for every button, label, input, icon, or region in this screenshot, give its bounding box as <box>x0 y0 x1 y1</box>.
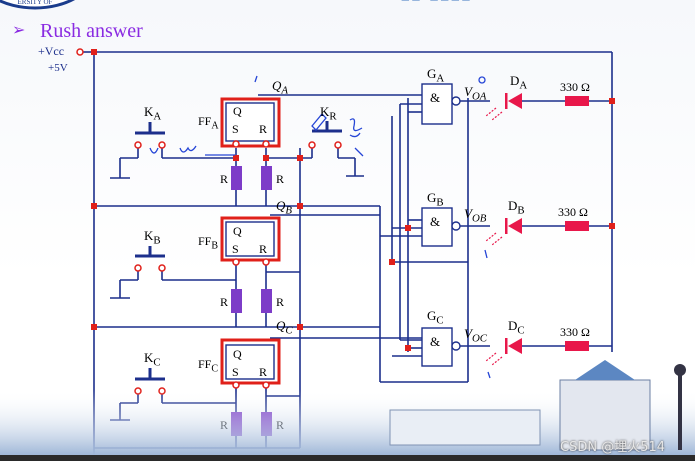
title-fragment: ▪▪ ▪▪▪▪ <box>400 0 471 14</box>
ff-c-s: S <box>232 365 239 379</box>
led-b-label: DB <box>508 198 525 217</box>
ff-b-r: R <box>259 242 268 256</box>
key-b-label: KB <box>144 228 161 247</box>
gate-c-label: GC <box>427 308 444 327</box>
ff-c-r: R <box>259 365 268 379</box>
ff-b-s: S <box>232 242 239 256</box>
led-b-resistor-label: 330 Ω <box>558 205 588 219</box>
ff-a-label: FFA <box>198 114 219 132</box>
led-c-label: DC <box>508 318 525 337</box>
highlight-ff-a <box>220 97 281 148</box>
gate-a-output-label: VOA <box>464 84 487 103</box>
resistor-label: R <box>276 172 285 186</box>
gate-a-symbol: & <box>430 90 441 105</box>
key-reset-label: KR <box>320 104 337 123</box>
key-c-label: KC <box>144 350 161 369</box>
university-seal-logo: ERSITY OF <box>0 0 76 10</box>
svg-text:ERSITY OF: ERSITY OF <box>18 0 53 6</box>
section-heading: Rush answer <box>40 20 143 42</box>
highlight-ff-c <box>220 338 281 385</box>
output-qb-label: QB <box>276 198 293 217</box>
ff-a-s: S <box>232 122 239 136</box>
campus-building-illustration <box>0 360 695 455</box>
resistor-label: R <box>220 295 229 309</box>
gate-c-output-label: VOC <box>464 326 487 345</box>
key-a-label: KA <box>144 104 162 123</box>
ff-a-q: Q <box>233 104 242 118</box>
led-a-label: DA <box>510 73 528 92</box>
led-c-resistor-label: 330 Ω <box>560 325 590 339</box>
gate-b-symbol: & <box>430 214 441 229</box>
watermark: CSDN @埋火514 <box>560 440 666 455</box>
highlight-ff-b <box>220 216 281 262</box>
led-a-resistor-label: 330 Ω <box>560 80 590 94</box>
output-qc-label: QC <box>276 318 293 337</box>
ff-c-label: FFC <box>198 357 219 375</box>
gate-a-label: GA <box>427 66 445 85</box>
ff-a-r: R <box>259 122 268 136</box>
gate-c-symbol: & <box>430 334 441 349</box>
resistor-label: R <box>220 172 229 186</box>
bullet-arrow-icon: ➢ <box>12 20 26 39</box>
vcc-label: +Vcc <box>38 44 65 58</box>
ff-b-q: Q <box>233 224 242 238</box>
bottom-bar <box>0 455 695 461</box>
resistor-label: R <box>276 295 285 309</box>
output-qa-label: QA <box>272 78 289 97</box>
voltage-label: +5V <box>48 62 68 74</box>
ff-b-label: FFB <box>198 234 219 252</box>
gate-b-output-label: VOB <box>464 206 487 225</box>
ff-c-q: Q <box>233 347 242 361</box>
gate-b-label: GB <box>427 190 444 209</box>
